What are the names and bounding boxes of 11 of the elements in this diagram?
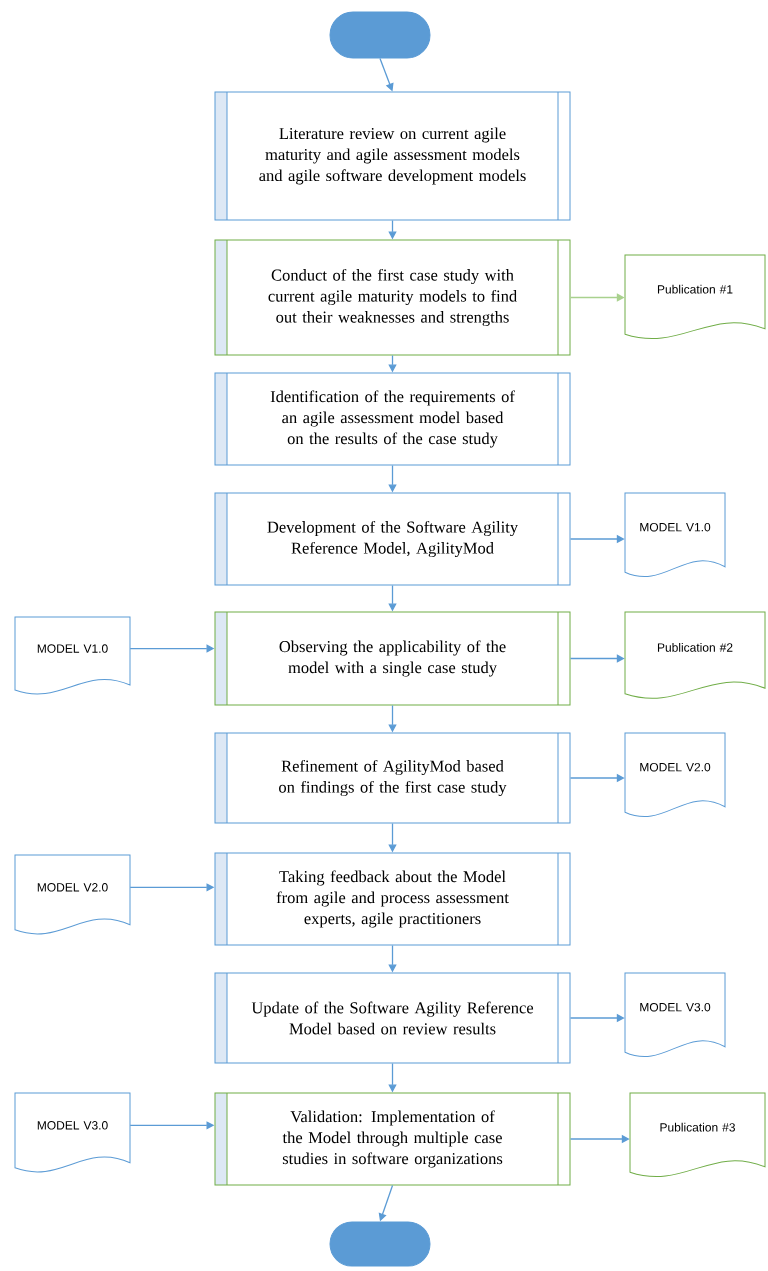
process-box: Update of the Software Agility Reference Model based on review results bbox=[214, 972, 571, 1064]
process-box: Development of the Software Agility Reference Model, AgilityMod bbox=[214, 492, 571, 586]
process-box: Identification of the requirements of an agile assessment model based on the results of the case study bbox=[214, 372, 571, 466]
process-box: Observing the applicability of the model with a single case study bbox=[214, 611, 571, 706]
process-box: Conduct of the first case study with current agile maturity models to find out their weaknesses and strengths bbox=[214, 239, 571, 356]
process-box: Validation: Implementation of the Model through multiple case studies in software organizations bbox=[214, 1092, 571, 1186]
terminal-shape bbox=[329, 1221, 431, 1267]
process-box: Taking feedback about the Model from agile and process assessment experts, agile practitioners bbox=[214, 852, 571, 946]
process-box: Refinement of AgilityMod based on findings of the first case study bbox=[214, 732, 571, 824]
terminal-shape bbox=[329, 11, 431, 59]
process-box: Literature review on current agile maturity and agile assessment models and agile software development models bbox=[214, 91, 571, 221]
